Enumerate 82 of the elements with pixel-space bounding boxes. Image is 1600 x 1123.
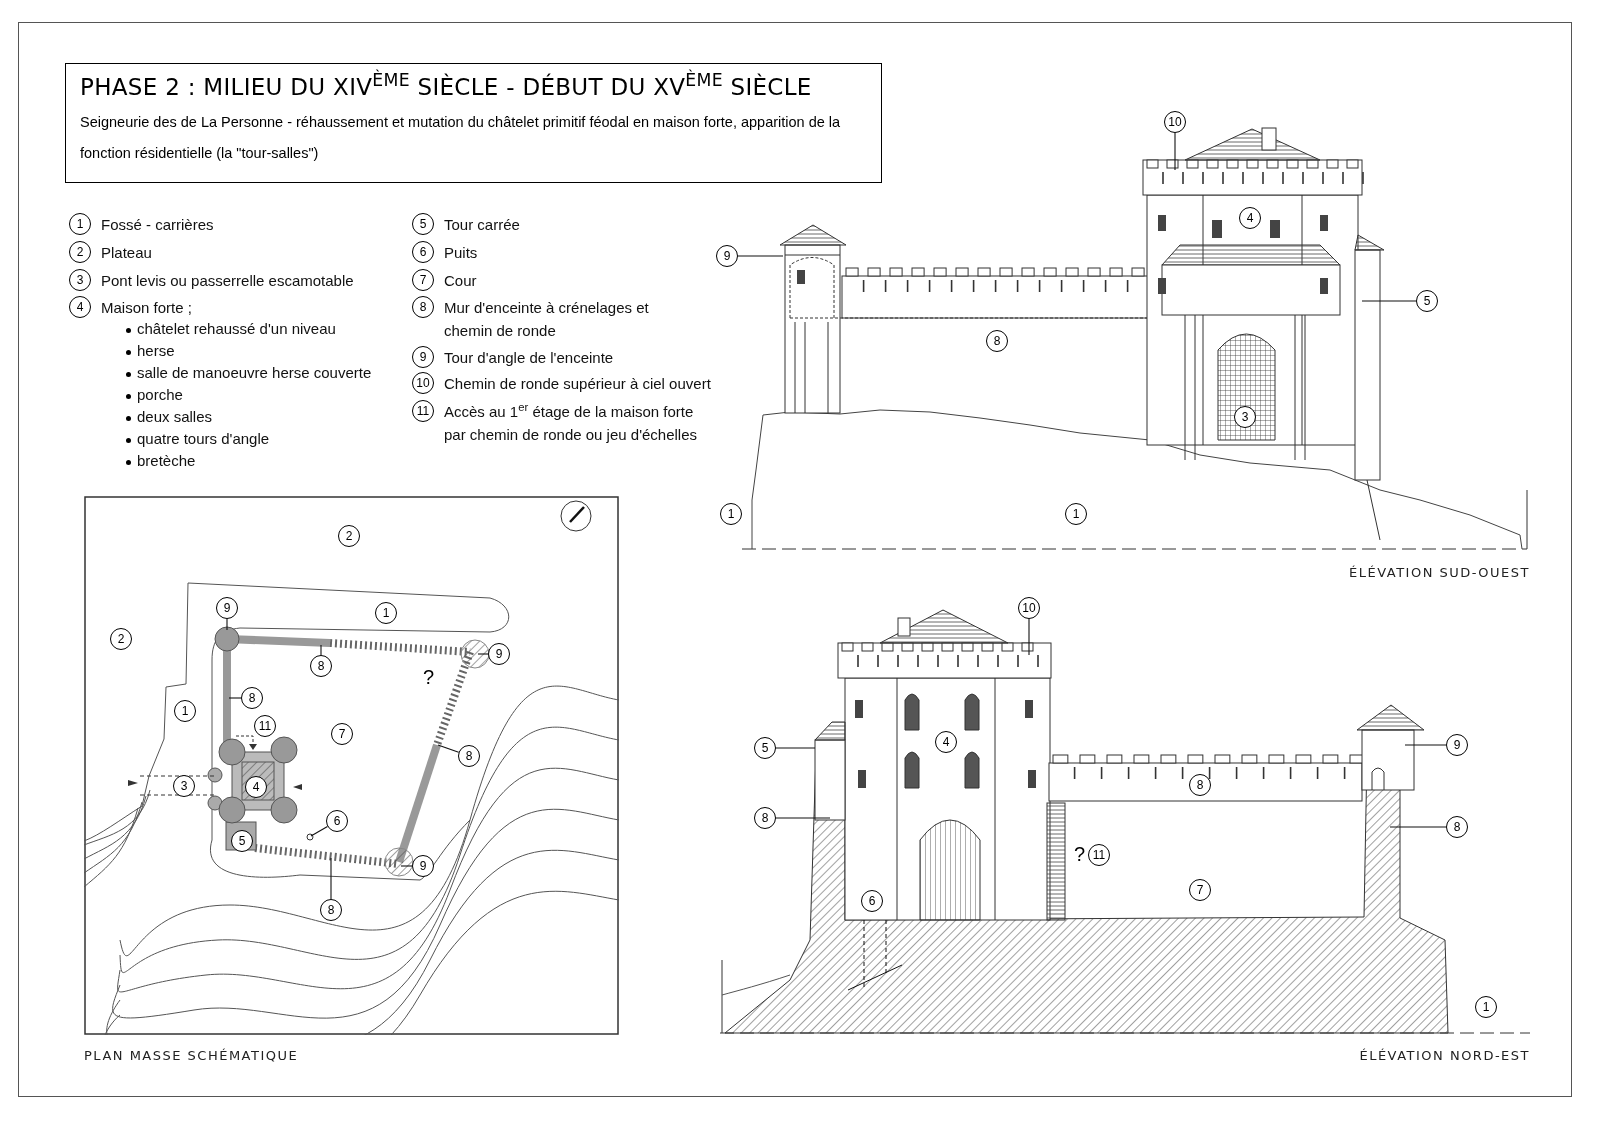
callout-number: 9 xyxy=(488,643,510,665)
drawing-caption: PLAN MASSE SCHÉMATIQUE xyxy=(84,1047,299,1065)
subtitle: Seigneurie des de La Personne - réhaussement et mutation du châtelet primitif féodal en maison forte, apparition de la fonction résidentielle (la "tour-salles") xyxy=(80,112,842,163)
legend-text: Tour carrée xyxy=(444,215,520,235)
callout-number: 8 xyxy=(754,807,776,829)
uncertainty-mark: ? xyxy=(1074,844,1086,864)
callout-number: 5 xyxy=(754,737,776,759)
legend-text: Plateau xyxy=(101,243,152,263)
callout-number: 9 xyxy=(412,346,434,368)
callout-number: 9 xyxy=(412,855,434,877)
callout-number: 4 xyxy=(69,296,91,318)
callout-number: 6 xyxy=(412,241,434,263)
callout-number: 3 xyxy=(173,775,195,797)
bullet-item: salle de manoeuvre herse couverte xyxy=(126,363,372,383)
legend-text: Puits xyxy=(444,243,478,263)
callout-number: 10 xyxy=(1164,111,1186,133)
callout-number: 6 xyxy=(326,810,348,832)
legend-text: Maison forte ; xyxy=(101,298,192,318)
callout-number: 8 xyxy=(458,745,480,767)
legend-text: Fossé - carrières xyxy=(101,215,214,235)
uncertainty-mark: ? xyxy=(423,667,435,687)
callout-number: 8 xyxy=(412,296,434,318)
callout-number: 1 xyxy=(1065,503,1087,525)
leader-line xyxy=(775,747,816,749)
callout-number: 11 xyxy=(254,715,276,737)
bullet-item: herse xyxy=(126,341,175,361)
leader-line xyxy=(330,857,332,900)
leader-line xyxy=(477,653,489,655)
leader-line xyxy=(320,644,322,656)
callout-number: 8 xyxy=(241,687,263,709)
heading: PHASE 2 : MILIEU DU XIV$^{ÈME}$ SIÈCLE - DÉBUT DU XV$^{ÈME}$ SIÈCLE xyxy=(80,70,813,102)
callout-number: 10 xyxy=(1018,597,1040,619)
callout-number: 8 xyxy=(320,899,342,921)
callout-number: 9 xyxy=(1446,734,1468,756)
leader-line xyxy=(1361,300,1417,302)
callout-number: 11 xyxy=(1088,844,1110,866)
callout-number: 2 xyxy=(338,525,360,547)
bullet-item: porche xyxy=(126,385,183,405)
callout-number: 9 xyxy=(216,597,238,619)
callout-number: 7 xyxy=(331,723,353,745)
leader-line xyxy=(1028,618,1030,656)
leader-line xyxy=(228,697,242,699)
callout-number: 10 xyxy=(412,372,434,394)
leader-line xyxy=(310,825,329,837)
callout-number: 8 xyxy=(1446,816,1468,838)
leader-line xyxy=(437,744,460,753)
leader-line xyxy=(1389,826,1447,828)
callout-number: 2 xyxy=(110,628,132,650)
bullet-item: deux salles xyxy=(126,407,213,427)
callout-number: 3 xyxy=(69,269,91,291)
callout-number: 11 xyxy=(412,400,434,422)
callout-number: 8 xyxy=(986,330,1008,352)
legend-text: Accès au 1$^{er}$ étage de la maison forte par chemin de ronde ou jeu d'échelles xyxy=(444,400,699,445)
leader-line xyxy=(1174,132,1176,171)
drawing-caption: ÉLÉVATION NORD-EST xyxy=(1359,1047,1530,1065)
leader-line xyxy=(400,865,413,867)
legend-text: Mur d'enceinte à crénelages et chemin de ronde xyxy=(444,298,649,341)
leader-line xyxy=(737,255,784,257)
callout-number: 1 xyxy=(174,700,196,722)
legend-text: Cour xyxy=(444,271,477,291)
callout-number: 2 xyxy=(69,241,91,263)
callout-number: 1 xyxy=(720,503,742,525)
leader-line xyxy=(226,618,228,631)
bullet-item: bretèche xyxy=(126,451,196,471)
callout-number: 1 xyxy=(69,213,91,235)
callout-number: 9 xyxy=(716,245,738,267)
legend-text: Pont levis ou passerrelle escamotable xyxy=(101,271,354,291)
legend-text: Chemin de ronde supérieur à ciel ouvert xyxy=(444,374,711,394)
drawing-caption: ÉLÉVATION SUD-OUEST xyxy=(1349,564,1530,582)
callout-number: 5 xyxy=(1416,290,1438,312)
callout-number: 1 xyxy=(375,602,397,624)
title-box xyxy=(65,63,882,183)
callout-number: 1 xyxy=(1475,996,1497,1018)
leader-line xyxy=(1404,744,1447,746)
legend-text: Tour d'angle de l'enceinte xyxy=(444,348,614,368)
leader-line xyxy=(775,817,831,819)
bullet-item: châtelet rehaussé d'un niveau xyxy=(126,319,336,339)
callout-number: 8 xyxy=(310,655,332,677)
bullet-item: quatre tours d'angle xyxy=(126,429,270,449)
callout-number: 5 xyxy=(412,213,434,235)
callout-number: 7 xyxy=(1189,879,1211,901)
callout-number: 7 xyxy=(412,269,434,291)
